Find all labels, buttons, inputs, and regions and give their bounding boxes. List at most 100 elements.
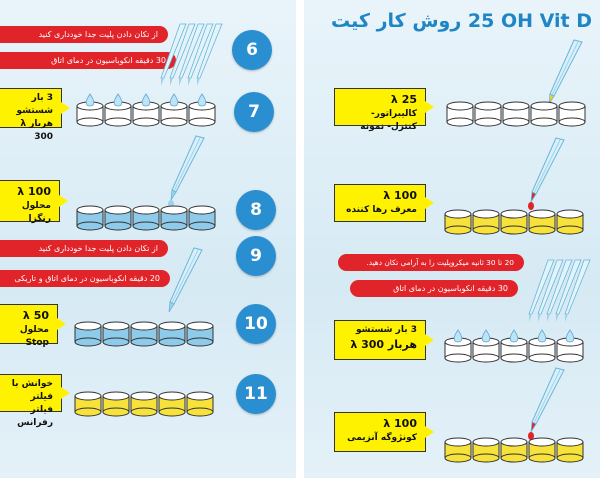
well-base — [500, 353, 528, 363]
page-title: 25 OH Vit D روش کار کیت — [312, 10, 592, 32]
well-rim — [444, 437, 472, 447]
callout-line1: 3 بار شستشو — [356, 325, 417, 335]
well-base — [502, 117, 530, 127]
well-base — [160, 117, 188, 127]
pipette-body — [531, 137, 565, 195]
well-base — [188, 221, 216, 231]
callout-line1: خوانش با فیلتر — [11, 379, 53, 403]
callout-volume: 25 λ — [390, 93, 417, 106]
pipette-tip — [197, 78, 200, 86]
well-rim — [502, 101, 530, 111]
pipette-icon — [528, 367, 565, 440]
well-base — [444, 353, 472, 363]
pipette-body — [531, 367, 565, 425]
well-base — [444, 225, 472, 235]
callout-text: کونژوگه آنزیمی — [347, 432, 417, 443]
pipette-icon — [168, 135, 205, 208]
microplate-wells — [446, 101, 586, 127]
well-base — [530, 117, 558, 127]
callout-sample-step1: 25 λ کالیبراتور- کنترل- نمونه — [334, 88, 434, 132]
step-number-6: 6 — [232, 30, 272, 70]
pipette-tip — [168, 301, 175, 313]
well-base — [130, 337, 158, 347]
step-number-8: 8 — [236, 190, 276, 230]
pipette-body — [171, 135, 205, 193]
microplate-wells — [444, 329, 584, 363]
drop-icon — [453, 329, 463, 343]
note-step6-a: از تکان دادن پلیت جدا خودداری کنید — [0, 26, 168, 43]
callout-text: کالیبراتور- کنترل- نمونه — [360, 108, 417, 132]
well-rim — [158, 321, 186, 331]
note-incubation: 30 دقیقه انکوباسیون در دمای اتاق — [350, 280, 518, 297]
drop-icon — [528, 432, 534, 440]
well-rim — [102, 321, 130, 331]
note-step9-b: 20 دقیقه انکوباسیون در دمای اتاق و تاریک… — [0, 270, 170, 287]
note-step6-b: 30 دقیقه انکوباسیون در دمای اتاق — [0, 52, 176, 69]
callout-read-step11: خوانش با فیلتر فیلتر رفرانس — [0, 374, 70, 428]
microplate-wells — [444, 209, 584, 235]
drop-icon — [537, 329, 547, 343]
callout-release-step2: 100 λ معرف رها کننده — [334, 184, 434, 222]
pipette-line — [533, 369, 561, 424]
step-number-10: 10 — [236, 304, 276, 344]
callout-text: محلول رنگزا — [21, 200, 51, 224]
well-base — [102, 337, 130, 347]
title-prefix: روش کار کیت — [331, 10, 462, 32]
callout-substrate-step8: 100 λ محلول رنگزا — [0, 180, 68, 224]
well-rim — [528, 209, 556, 219]
well-base — [188, 117, 216, 127]
pipette-icon — [168, 247, 203, 313]
well-base — [474, 117, 502, 127]
well-base — [556, 225, 584, 235]
step-number-9: 9 — [236, 236, 276, 276]
pipette-tip — [529, 314, 532, 322]
well-base — [444, 453, 472, 463]
well-base — [500, 453, 528, 463]
drop-icon — [565, 329, 575, 343]
pipette-tip — [179, 78, 182, 86]
callout-text: محلول Stop — [19, 324, 49, 348]
pipette-line — [173, 137, 201, 192]
well-rim — [444, 209, 472, 219]
pipette-tip — [556, 314, 559, 322]
microplate-wells — [444, 437, 584, 463]
callout-volume: 100 λ — [383, 189, 417, 202]
well-rim — [130, 391, 158, 401]
drop-icon — [197, 93, 207, 107]
well-rim — [472, 437, 500, 447]
well-rim — [500, 437, 528, 447]
pipette-tip — [565, 314, 568, 322]
well-base — [186, 407, 214, 417]
drop-icon — [528, 202, 534, 210]
well-base — [160, 221, 188, 231]
well-rim — [186, 391, 214, 401]
note-step9-a: از تکان دادن پلیت جدا خودداری کنید — [0, 240, 168, 257]
well-base — [104, 221, 132, 231]
pipette-line — [551, 41, 579, 96]
multichannel-pipette-icon — [528, 259, 591, 322]
well-rim — [558, 101, 586, 111]
drop-icon — [85, 93, 95, 107]
well-base — [130, 407, 158, 417]
callout-line2: هربار λ 300 — [20, 119, 53, 143]
drop-icon — [169, 93, 179, 107]
well-rim — [556, 437, 584, 447]
pipette-line — [533, 139, 561, 194]
well-rim — [132, 205, 160, 215]
well-base — [186, 337, 214, 347]
well-base — [500, 225, 528, 235]
well-rim — [104, 205, 132, 215]
well-base — [76, 117, 104, 127]
well-base — [74, 407, 102, 417]
well-rim — [102, 391, 130, 401]
microplate-wells — [76, 93, 216, 127]
well-rim — [528, 437, 556, 447]
callout-volume: 50 λ — [22, 309, 49, 322]
step-number-7: 7 — [234, 92, 274, 132]
well-base — [472, 225, 500, 235]
microplate-wells — [74, 391, 214, 417]
well-base — [556, 453, 584, 463]
callout-text: معرف رها کننده — [346, 204, 417, 215]
pipette-tip — [170, 189, 177, 201]
well-rim — [530, 101, 558, 111]
